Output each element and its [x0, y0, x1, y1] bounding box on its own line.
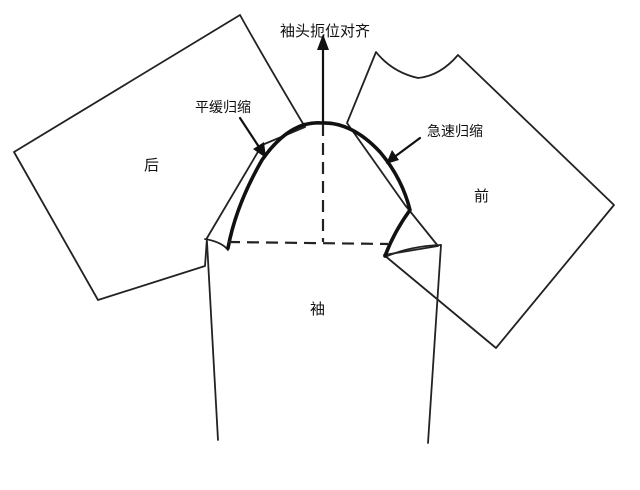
- sleeve-cap-curve: [226, 121, 412, 258]
- sleeve-cap-alignment-label: 袖头扼位对齐: [280, 22, 370, 40]
- gentle-easing-arrow-head: [253, 142, 266, 158]
- rapid-easing-label: 急速归缩: [427, 123, 483, 140]
- sleeve-left-seam: [206, 241, 219, 441]
- front-panel-label: 前: [474, 187, 489, 205]
- rapid-easing-arrow-shaft: [391, 136, 422, 160]
- sleeve-underarm-right-hook: [384, 244, 442, 258]
- back-panel-label: 后: [144, 156, 159, 174]
- sleeve-label: 袖: [310, 300, 325, 318]
- gentle-easing-arrow-shaft: [238, 116, 263, 152]
- sleeve-underarm-left-hook: [204, 238, 229, 251]
- sleeve-right-seam: [427, 244, 442, 444]
- alignment-arrow-head: [317, 34, 329, 50]
- bicep-line: [227, 240, 389, 246]
- gentle-easing-label: 平缓归缩: [195, 99, 251, 116]
- back-bodice-panel: [13, 14, 306, 301]
- front-bodice-panel: [346, 51, 615, 349]
- rapid-easing-arrow-head: [386, 150, 399, 164]
